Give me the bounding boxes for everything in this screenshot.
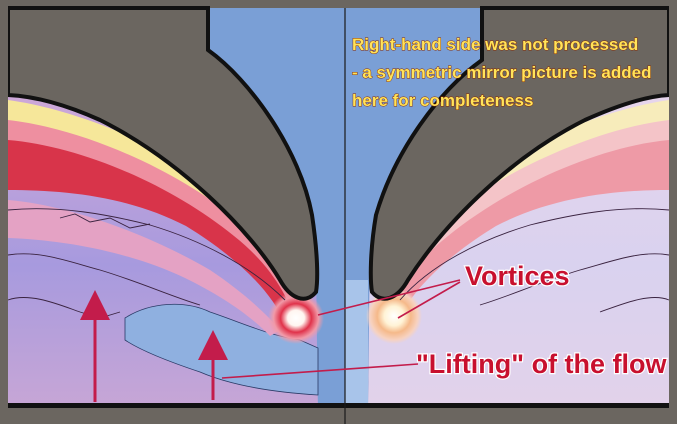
processing-note-line-1: Right-hand side was not processed <box>352 35 638 54</box>
vortices-label: Vortices <box>465 261 570 291</box>
left-frame-edge <box>0 0 8 424</box>
right-frame-edge <box>669 0 677 424</box>
bottom-wall <box>8 403 669 408</box>
processing-note-line-2: - a symmetric mirror picture is added <box>352 63 652 82</box>
lifting-label: "Lifting" of the flow <box>416 349 668 379</box>
bottom-frame <box>0 408 677 424</box>
left-vortex-core <box>268 292 324 344</box>
processing-note-line-3: here for completeness <box>352 91 533 110</box>
jet-channel-right-lighter <box>345 280 368 408</box>
